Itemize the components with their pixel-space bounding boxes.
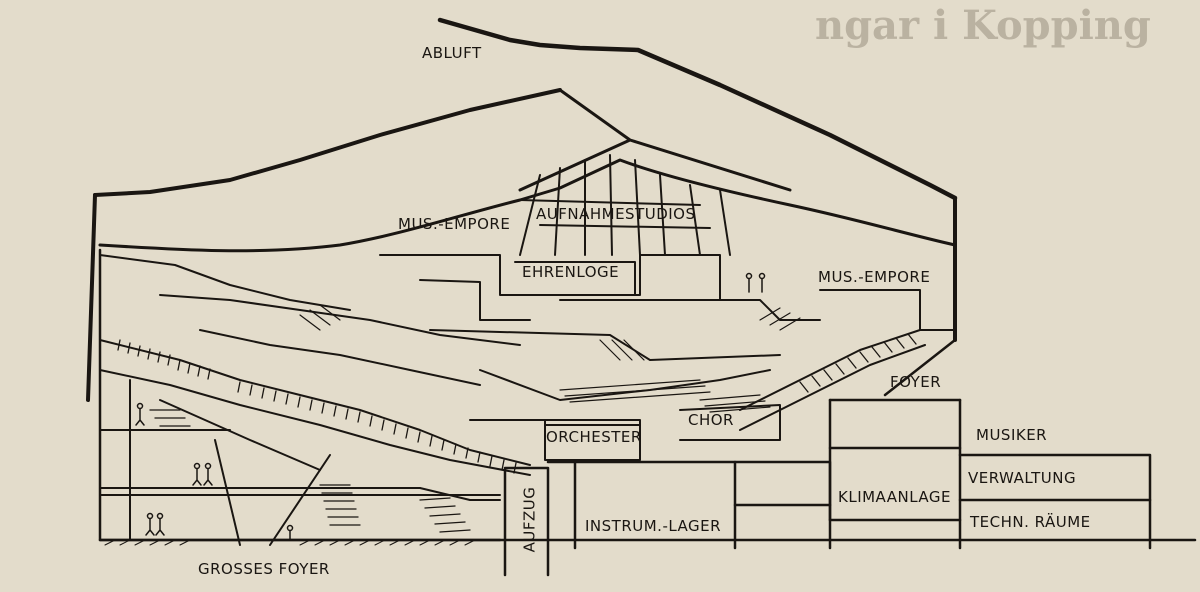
roof-line <box>437 17 958 201</box>
ground-hatching <box>104 539 476 546</box>
tent-peak <box>518 88 792 192</box>
label-klimaanlage: KLIMAANLAGE <box>838 488 952 506</box>
left-stair-hatching <box>117 339 517 474</box>
label-orchester: ORCHESTER <box>546 428 642 446</box>
service-rooms <box>503 338 1152 577</box>
label-chor: CHOR <box>688 411 734 429</box>
balcony-hatching <box>299 304 801 413</box>
label-techn-raeume: TECHN. RÄUME <box>970 513 1091 531</box>
label-aufzug: AUFZUG <box>520 486 539 553</box>
label-verwaltung: VERWALTUNG <box>968 469 1077 487</box>
label-ehrenloge: EHRENLOGE <box>522 263 620 281</box>
bleed-through-heading: ngar i Kopping <box>815 2 1151 49</box>
ceiling-left <box>86 193 97 402</box>
label-aufnahmestudios: AUFNAHMESTUDIOS <box>536 205 696 223</box>
hall-blocks <box>379 254 921 461</box>
label-mus-empore-left: MUS.-EMPORE <box>398 215 511 233</box>
label-grosses-foyer: GROSSES FOYER <box>198 560 330 578</box>
label-mus-empore-right: MUS.-EMPORE <box>818 268 931 286</box>
right-stair-hatching <box>799 333 917 393</box>
label-foyer: FOYER <box>890 373 942 391</box>
foyer-stairs <box>149 409 471 533</box>
label-musiker: MUSIKER <box>976 426 1048 444</box>
label-instrum-lager: INSTRUM.-LAGER <box>585 517 722 535</box>
foyer-levels <box>99 379 501 546</box>
right-terraces <box>739 329 956 431</box>
acoustic-reflectors <box>519 154 731 256</box>
ceiling-arch <box>98 158 957 253</box>
left-terraces <box>99 254 531 476</box>
label-abluft: ABLUFT <box>422 44 482 62</box>
people-figures <box>135 272 766 541</box>
roof-inner-left <box>93 88 562 197</box>
